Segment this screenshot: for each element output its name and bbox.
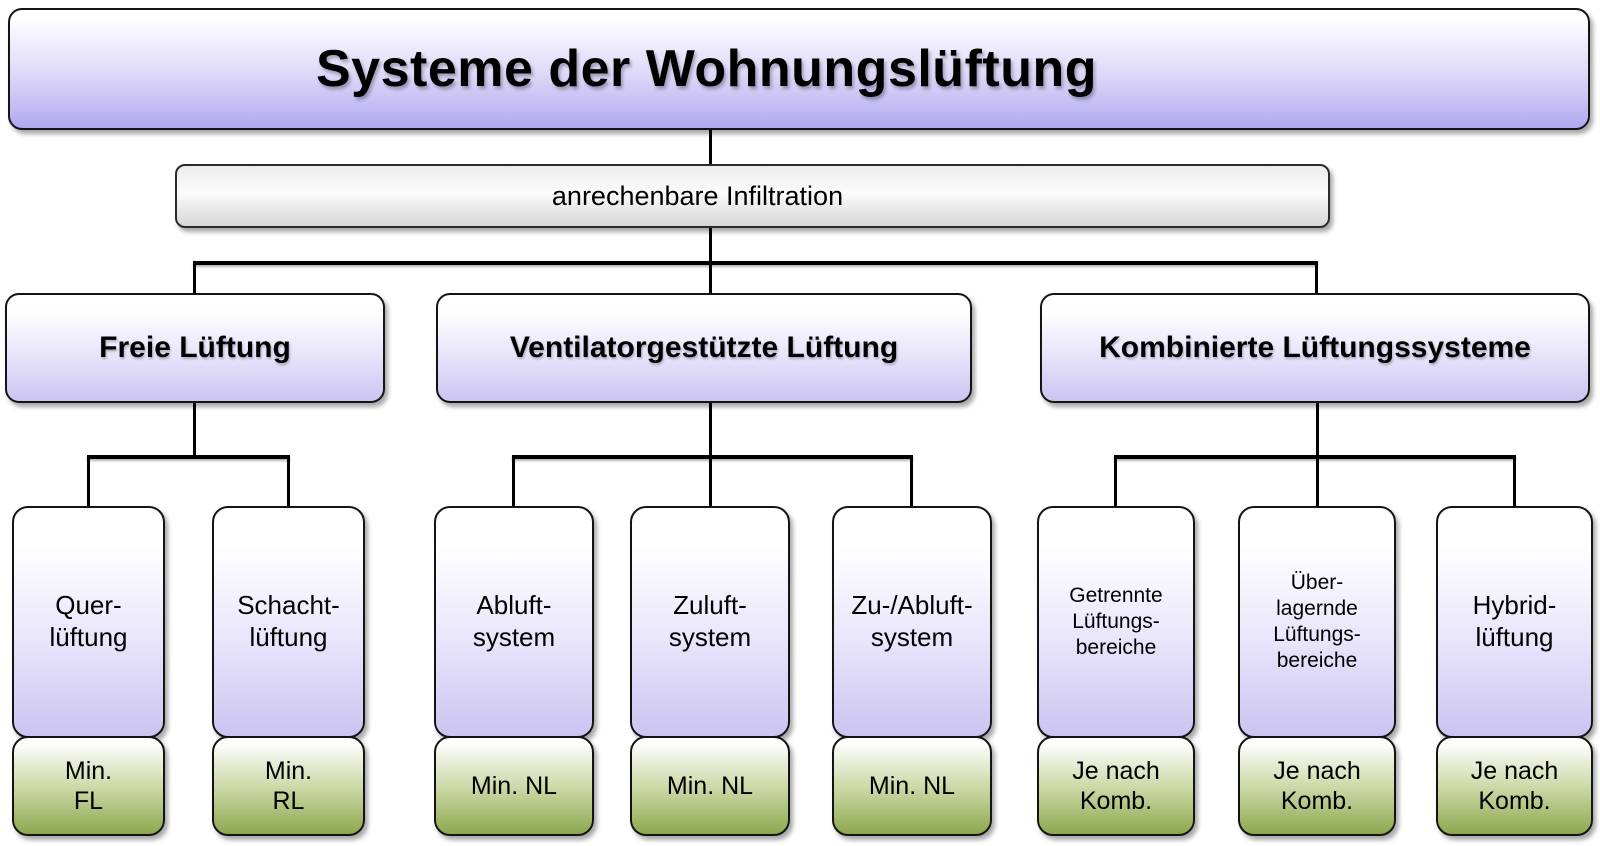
badge-je-nach-komb-getrennte: Je nach Komb. (1037, 736, 1195, 836)
drop-to-zuluftsystem (709, 458, 712, 506)
leaf-node-getrennte-bereiche: Getrennte Lüftungs- bereiche (1037, 506, 1195, 738)
badge-min-nl-zuabluft: Min. NL (832, 736, 992, 836)
badge-min-rl: Min. RL (212, 736, 365, 836)
badge-je-nach-komb-ueberlagernde: Je nach Komb. (1238, 736, 1396, 836)
connector-ventilator-to-bus (709, 403, 712, 457)
leaf-node-hybridlueftung: Hybrid- lüftung (1436, 506, 1593, 738)
infiltration-node: anrechenbare Infiltration (175, 164, 1330, 228)
bus-line-kombiniert (1114, 455, 1516, 459)
leaf-node-querlueftung: Quer- lüftung (12, 506, 165, 738)
drop-to-zuabluftsystem (910, 458, 913, 506)
drop-to-branch-kombiniert (1315, 264, 1318, 294)
drop-to-getrennte-bereiche (1114, 458, 1117, 506)
connector-freie-to-bus (193, 403, 196, 457)
leaf-node-schachtlueftung: Schacht- lüftung (212, 506, 365, 738)
bus-line-ventilator (512, 455, 913, 459)
branch-node-kombinierte-lueftungssysteme: Kombinierte Lüftungssysteme (1040, 293, 1590, 403)
branch-node-freie-lueftung: Freie Lüftung (5, 293, 385, 403)
leaf-node-zuluftsystem: Zuluft- system (630, 506, 790, 738)
drop-to-branch-freie (193, 264, 196, 294)
drop-to-hybridlueftung (1513, 458, 1516, 506)
drop-to-abluftsystem (512, 458, 515, 506)
drop-to-schachtlueftung (287, 458, 290, 506)
leaf-node-abluftsystem: Abluft- system (434, 506, 594, 738)
badge-min-fl: Min. FL (12, 736, 165, 836)
drop-to-querlueftung (87, 458, 90, 506)
connector-kombiniert-to-bus (1316, 403, 1319, 457)
drop-to-branch-ventilator (709, 264, 712, 294)
connector-infiltration-to-bus (709, 228, 712, 262)
badge-min-nl-zuluft: Min. NL (630, 736, 790, 836)
main-bus-line (193, 261, 1318, 265)
badge-min-nl-abluft: Min. NL (434, 736, 594, 836)
branch-node-ventilatorgestuetzte-lueftung: Ventilatorgestützte Lüftung (436, 293, 972, 403)
connector-root-to-infiltration (709, 130, 712, 165)
root-node-title: Systeme der Wohnungslüftung (8, 8, 1590, 130)
leaf-node-ueberlagernde-bereiche: Über- lagernde Lüftungs- bereiche (1238, 506, 1396, 738)
leaf-node-zuabluftsystem: Zu-/Abluft- system (832, 506, 992, 738)
drop-to-ueberlagernde-bereiche (1316, 458, 1319, 506)
bus-line-freie (87, 455, 290, 459)
badge-je-nach-komb-hybrid: Je nach Komb. (1436, 736, 1593, 836)
